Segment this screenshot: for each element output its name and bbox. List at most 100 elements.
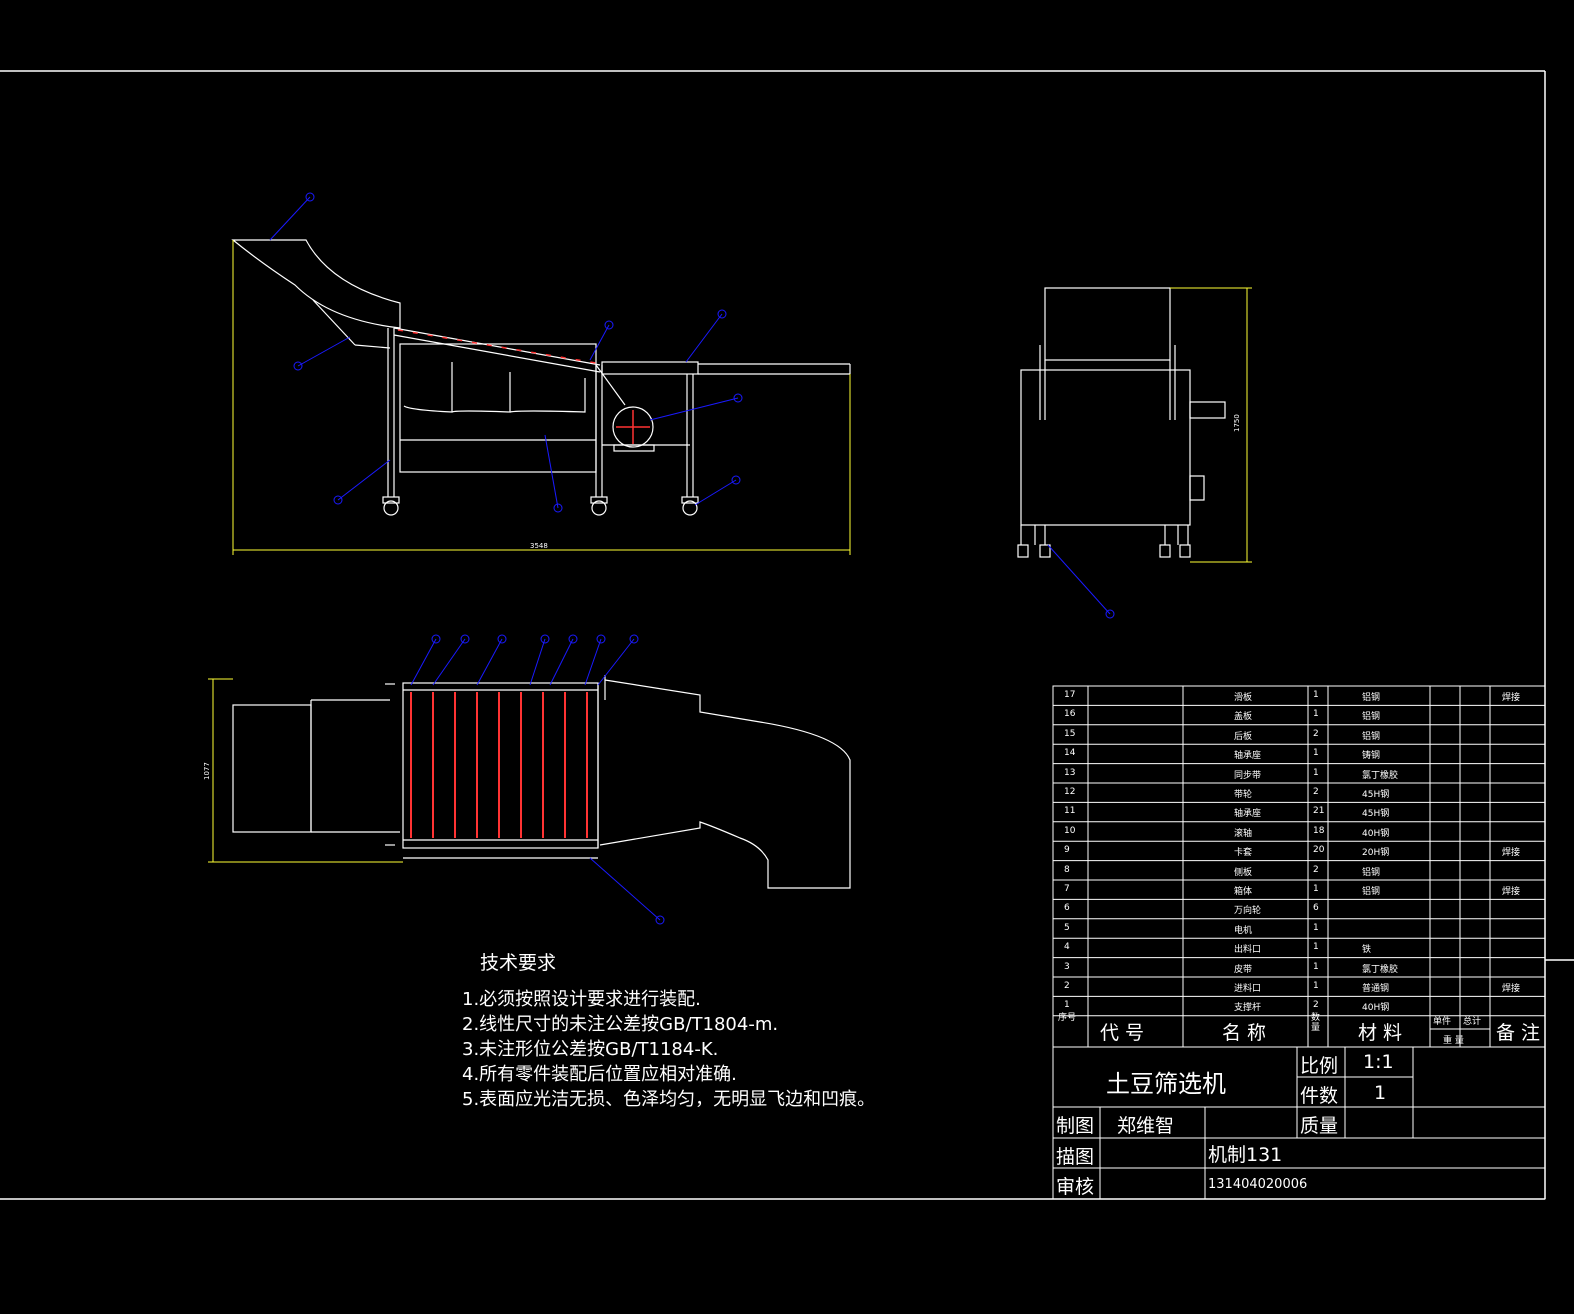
bom-header-material: 材 料 [1358,1022,1403,1044]
bom-cell-material: 45H钢 [1362,809,1390,820]
bom-header-weight: 重 量 [1443,1036,1464,1046]
tech-title: 技术要求 [480,952,557,974]
bom-cell-no: 10 [1064,825,1076,836]
bom-cell-material: 铝钢 [1362,731,1381,742]
bom-cell-material: 铝钢 [1362,712,1381,723]
review-label: 审核 [1056,1176,1095,1198]
bom-cell-material: 铁 [1362,945,1372,956]
bom-cell-no: 14 [1064,748,1076,759]
scale-value: 1:1 [1363,1051,1394,1073]
title-block-grid [1052,1046,1546,1200]
bom-cell-material: 铸钢 [1362,751,1381,762]
bom-cell-qty: 21 [1313,806,1325,817]
bom-header-qty: 数量 [1311,1013,1321,1033]
bom-cell-qty: 2 [1313,864,1319,875]
bom-cell-no: 3 [1064,961,1070,972]
bom-cell-qty: 1 [1313,748,1319,759]
weight-label: 质量 [1300,1115,1339,1137]
student-id: 131404020006 [1208,1177,1308,1192]
bom-cell-name: 轴承座 [1234,751,1262,762]
bom-header-code: 代 号 [1100,1022,1145,1044]
bom-cell-no: 11 [1064,806,1076,817]
bom-cell-no: 16 [1064,709,1076,720]
bom-cell-no: 2 [1064,981,1070,991]
bom-cell-note: 焊接 [1502,693,1521,703]
bom-grid [1052,685,1546,1048]
bom-row-lines [1053,704,1545,1017]
bom-cell-material: 铝钢 [1362,887,1381,897]
top-view [232,675,851,889]
bom-cell-no: 4 [1064,942,1070,953]
bom-cell-qty: 2 [1313,728,1319,739]
front-leaders [269,192,743,513]
bom-cell-no: 1 [1064,1000,1070,1011]
front-view [231,239,851,516]
bom-cell-material: 铝钢 [1362,867,1381,878]
bom-cell-name: 带轮 [1234,790,1253,800]
drawn-by: 郑维智 [1117,1115,1175,1137]
top-dimension [208,678,403,863]
bom-header-total-weight: 总计 [1463,1017,1482,1027]
bom-cell-name: 滑板 [1234,693,1253,703]
bom-cell-qty: 1 [1313,709,1319,720]
bom-cell-qty: 1 [1313,884,1319,894]
side-dimension [1170,287,1252,563]
bom-cell-name: 电机 [1234,925,1253,936]
bom-cell-no: 7 [1064,884,1070,894]
bom-cell-qty: 6 [1313,903,1319,914]
tech-item: 5.表面应光洁无损、色泽均匀，无明显飞边和凹痕。 [462,1089,876,1110]
bom-cell-qty: 2 [1313,787,1319,797]
bom-cell-name: 盖板 [1234,712,1253,723]
bom-cell-qty: 1 [1313,961,1319,972]
top-width-dim: 1077 [203,762,211,780]
top-rollers [410,692,588,838]
drawing-title: 土豆筛选机 [1106,1070,1226,1098]
bom-cell-material: 40H钢 [1362,828,1390,839]
bom-cell-no: 9 [1064,845,1070,856]
bom-cell-name: 支撑杆 [1234,1003,1262,1014]
bom-cell-qty: 1 [1313,942,1319,953]
bom-cell-name: 万向轮 [1234,906,1262,917]
bom-cell-name: 皮带 [1234,964,1253,975]
bom-cell-name: 滚轴 [1234,828,1253,839]
bom-cell-no: 8 [1064,864,1070,875]
bom-cell-name: 出料口 [1234,945,1262,956]
class-name: 机制131 [1208,1144,1283,1166]
bom-cell-material: 氯丁橡胶 [1362,770,1399,781]
bom-cell-qty: 18 [1313,825,1325,836]
bom-cell-name: 同步带 [1234,770,1262,781]
tech-item: 1.必须按照设计要求进行装配. [462,989,701,1010]
bom-cell-note: 焊接 [1502,984,1521,994]
front-dimension [232,240,851,555]
tech-item: 3.未注形位公差按GB/T1184-K. [462,1039,719,1060]
bom-cell-qty: 1 [1313,767,1319,778]
front-length-dim: 3548 [530,542,548,550]
top-leaders [410,634,665,925]
bom-cell-material: 20H钢 [1362,848,1390,859]
traced-label: 描图 [1056,1146,1095,1168]
bom-cell-name: 侧板 [1234,867,1253,878]
bom-cell-material: 铝钢 [1362,693,1381,703]
bom-cell-qty: 20 [1313,845,1325,856]
bom-cell-name: 后板 [1234,731,1253,742]
count-label: 件数 [1300,1085,1339,1107]
bom-cell-material: 40H钢 [1362,1003,1390,1014]
bom-header-name: 名 称 [1222,1022,1267,1044]
bom-cell-qty: 2 [1313,1000,1319,1011]
bom-cell-no: 15 [1064,728,1076,739]
bom-cell-material: 普通钢 [1362,984,1390,994]
bom-cell-no: 12 [1064,787,1076,797]
front-rollers [397,329,650,444]
bom-header-unit-weight: 单件 [1433,1017,1452,1027]
tech-item: 2.线性尺寸的未注公差按GB/T1804-m. [462,1014,779,1035]
bom-cell-qty: 1 [1313,922,1319,933]
bom-cell-material: 氯丁橡胶 [1362,964,1399,975]
side-leader [1047,544,1115,619]
side-view [1017,287,1226,558]
bom-cell-name: 箱体 [1234,887,1253,897]
bom-cell-note: 焊接 [1502,887,1521,897]
caster-wheels [382,496,699,516]
bom-header-remark: 备 注 [1496,1022,1541,1044]
bom-cell-no: 5 [1064,922,1070,933]
bom-cell-qty: 1 [1313,690,1319,700]
